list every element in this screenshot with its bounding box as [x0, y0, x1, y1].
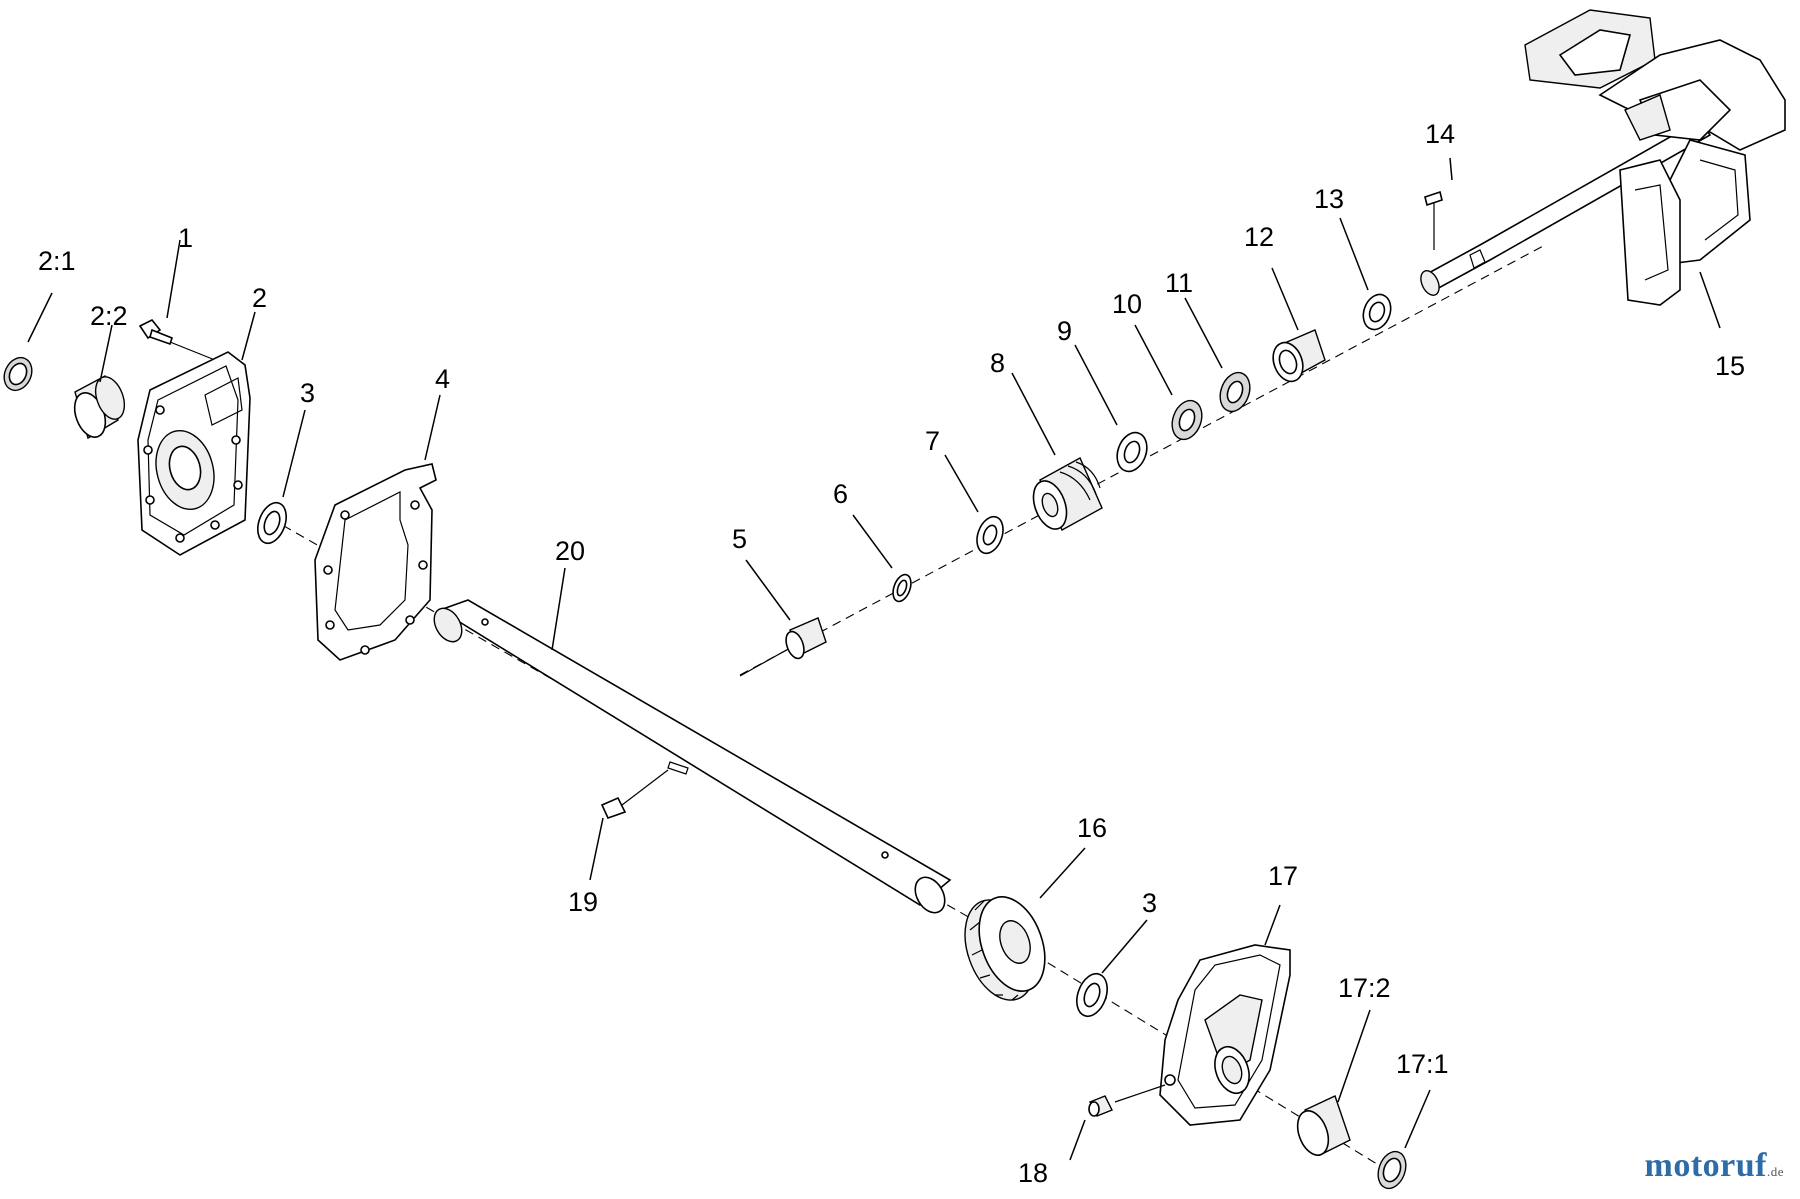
- part-8-worm-gear: [1032, 457, 1103, 531]
- leader-lines: [27, 157, 1721, 1161]
- label-16: 16: [1077, 813, 1107, 843]
- label-12: 12: [1244, 222, 1274, 252]
- label-17: 17: [1268, 861, 1298, 891]
- label-19: 19: [568, 887, 598, 917]
- label-17-1: 17:1: [1396, 1049, 1449, 1079]
- label-6: 6: [833, 479, 848, 509]
- label-7: 7: [925, 426, 940, 456]
- label-2-2: 2:2: [90, 301, 128, 331]
- part-17-1-seal: [1377, 1150, 1407, 1190]
- label-15: 15: [1715, 351, 1745, 381]
- label-18: 18: [1018, 1158, 1048, 1188]
- part-3-washer-left: [257, 501, 287, 545]
- label-8: 8: [990, 348, 1005, 378]
- part-2-housing-left: [137, 351, 251, 556]
- label-9: 9: [1057, 316, 1072, 346]
- callout-labels: 2:1 1 2:2 2 3 4 20 5 6 7 8 9 10 11 12 13…: [38, 119, 1745, 1188]
- label-17-2: 17:2: [1338, 973, 1391, 1003]
- part-13-washer: [1362, 293, 1392, 331]
- label-10: 10: [1112, 289, 1142, 319]
- part-19-key: [600, 769, 669, 819]
- part-10-washer: [1171, 399, 1203, 441]
- part-15-auger: [1420, 9, 1786, 306]
- label-3-right: 3: [1142, 888, 1157, 918]
- part-2-1-seal: [3, 356, 33, 392]
- label-2: 2: [252, 283, 267, 313]
- label-2-1: 2:1: [38, 246, 76, 276]
- label-5: 5: [732, 524, 747, 554]
- part-17-housing-right: [1114, 944, 1291, 1126]
- part-12-bushing: [1272, 329, 1326, 383]
- part-4-gasket: [314, 463, 437, 661]
- label-13: 13: [1314, 184, 1344, 214]
- part-9-washer: [1116, 431, 1148, 473]
- part-18-plug: [1088, 1095, 1113, 1117]
- label-20: 20: [555, 536, 585, 566]
- watermark-logo: motoruf.de: [1645, 1147, 1785, 1185]
- label-3-left: 3: [300, 378, 315, 408]
- label-4: 4: [435, 364, 450, 394]
- part-2-2-bushing: [73, 374, 126, 440]
- axis-line-right-end: [739, 647, 791, 677]
- part-6-snap-ring: [892, 573, 912, 603]
- label-11: 11: [1165, 268, 1193, 298]
- part-11-washer: [1219, 371, 1251, 413]
- part-5-sleeve: [785, 617, 827, 660]
- watermark-text: motoruf: [1644, 1147, 1767, 1184]
- part-3-washer-right: [1076, 972, 1108, 1018]
- watermark-suffix: .de: [1766, 1164, 1784, 1179]
- part-7-washer: [976, 515, 1004, 555]
- part-17-2-bushing: [1296, 1095, 1351, 1156]
- part-14-pin: [1424, 190, 1443, 250]
- label-14: 14: [1425, 119, 1455, 149]
- label-1: 1: [178, 223, 193, 253]
- part-20-shaft: [433, 599, 952, 914]
- part-16-gear: [964, 896, 1046, 1001]
